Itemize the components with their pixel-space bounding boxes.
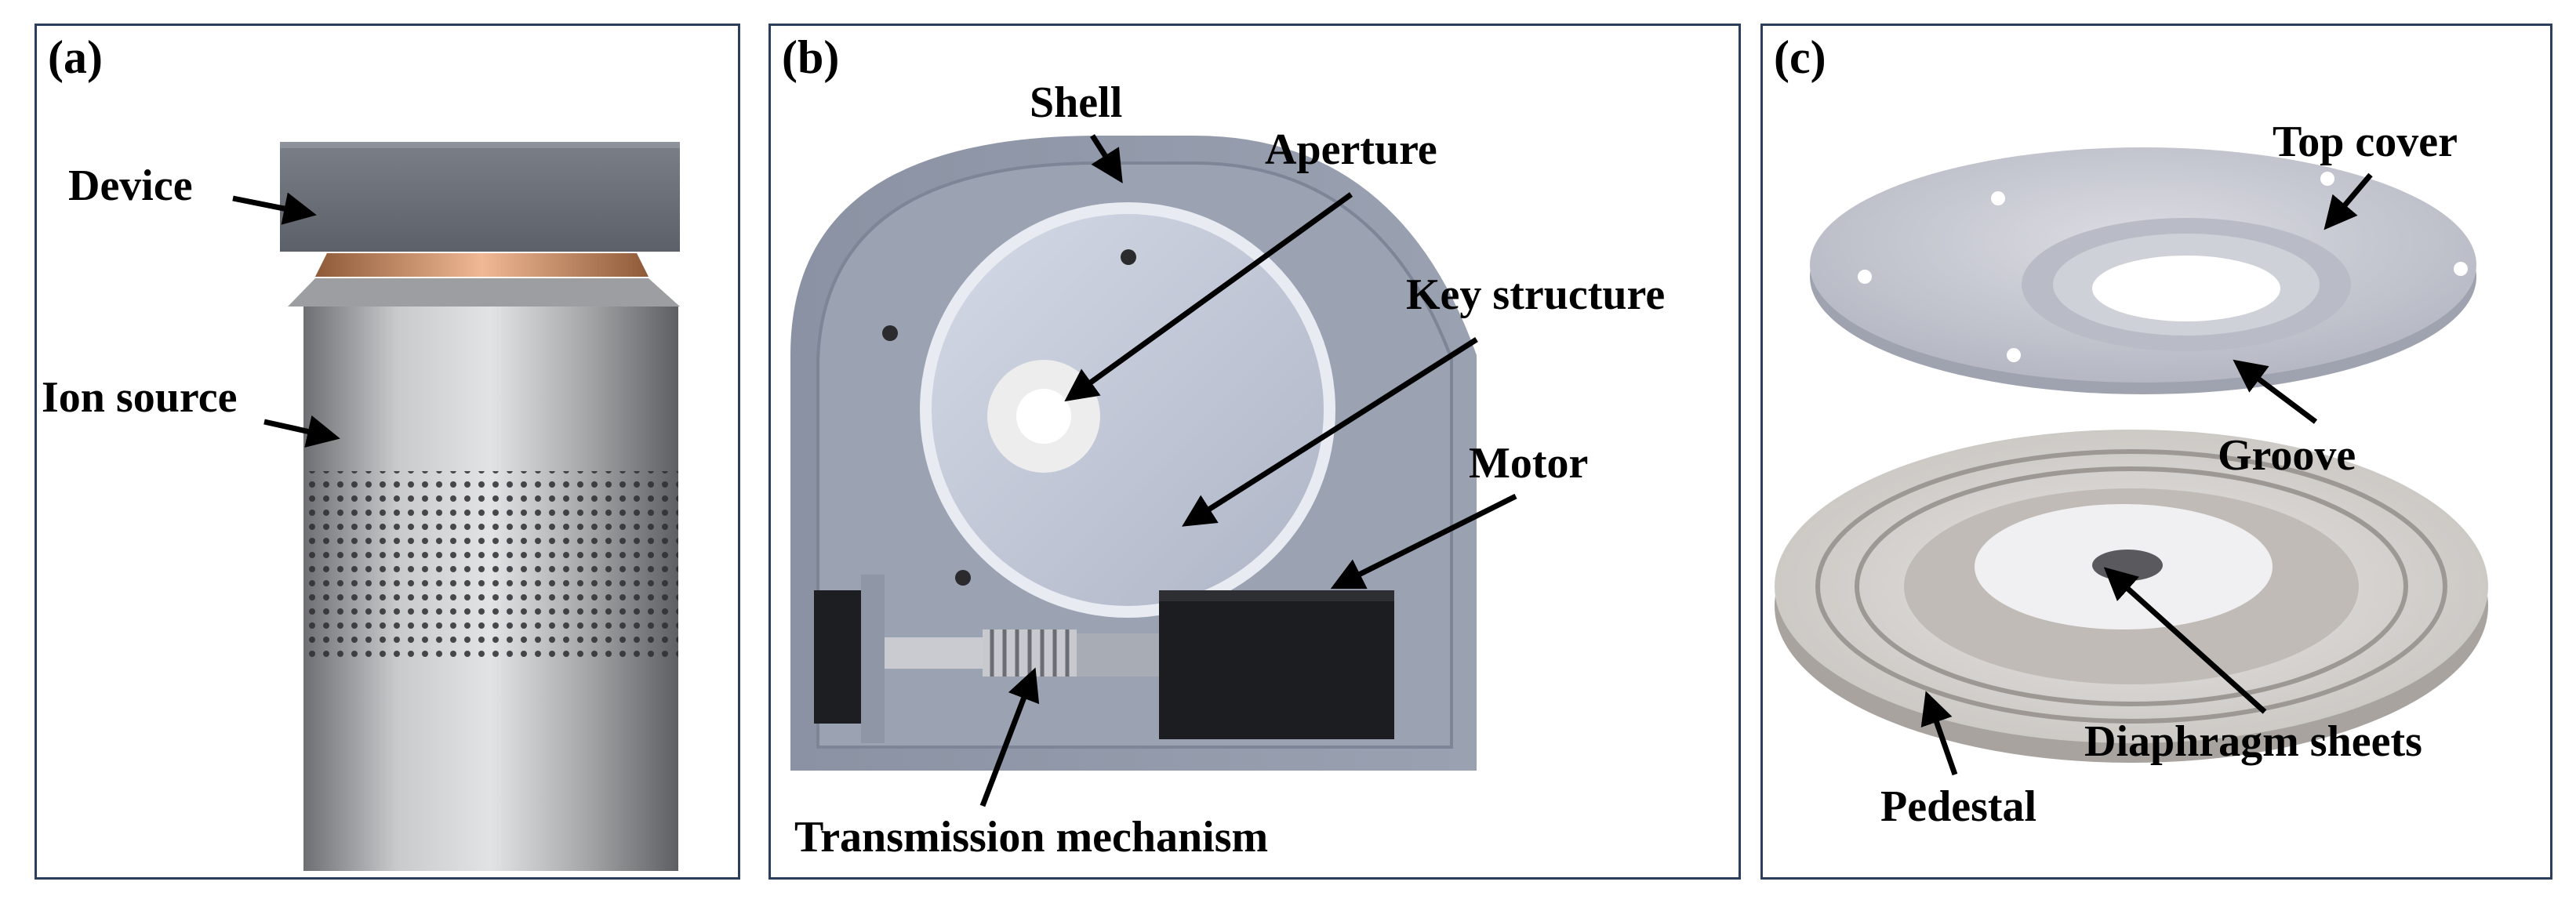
diaphragm-sheets-label: Diaphragm sheets (2084, 717, 2422, 766)
aperture-label: Aperture (1265, 125, 1437, 174)
panel-c: (c) Top cover Groove Diaphragm sheets Pe… (1760, 24, 2552, 880)
top-cover-label: Top cover (2273, 118, 2458, 166)
motor-body (1159, 590, 1394, 739)
key-structure-label: Key structure (1406, 270, 1666, 319)
shell-label: Shell (1030, 78, 1123, 127)
groove-label: Groove (2218, 431, 2356, 480)
ion-source-illustration (280, 142, 680, 871)
pedestal-label: Pedestal (1880, 782, 2037, 831)
panel-label-a: (a) (48, 31, 103, 83)
ion-source-label: Ion source (42, 373, 238, 422)
pedestal (1775, 430, 2488, 763)
device-label: Device (68, 161, 193, 210)
top-cover (1810, 147, 2476, 394)
top-cover-opening (2092, 256, 2280, 321)
left-bearing-block (814, 590, 861, 724)
transmission-label: Transmission mechanism (794, 813, 1269, 862)
panel-label-b: (b) (782, 31, 840, 83)
panel-a: (a) Device Ion source (35, 24, 740, 880)
device-block (280, 142, 680, 252)
perforated-band (303, 471, 678, 658)
aperture-mechanism-illustration (790, 136, 1477, 771)
panel-b: (b) Shell Aperture Key structure Motor T… (768, 24, 1741, 880)
worm-gear (983, 629, 1077, 677)
panel-label-c: (c) (1774, 31, 1826, 83)
copper-ring (315, 253, 649, 277)
motor-label: Motor (1469, 439, 1589, 488)
